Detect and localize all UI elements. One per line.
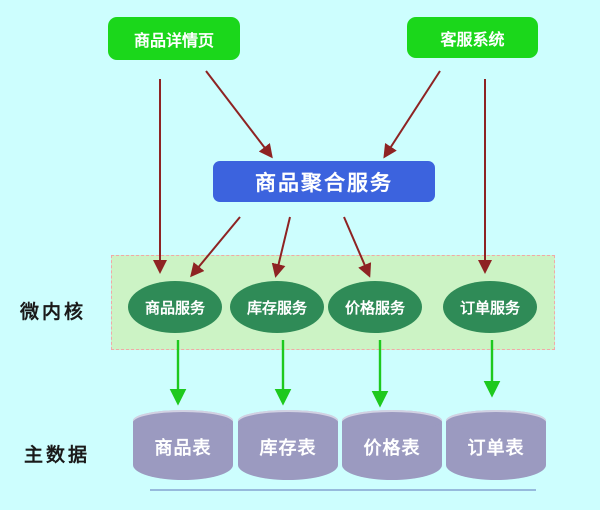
service-ellipse-price: 价格服务: [328, 281, 422, 333]
cylinder-top: [446, 410, 546, 431]
table-label: 库存表: [259, 438, 317, 458]
arrow-customerservice-to-aggregator: [383, 70, 441, 159]
cylinder-top: [133, 410, 233, 431]
bottom-edge-line: [150, 489, 536, 491]
table-cylinder-product: 商品表: [133, 410, 233, 480]
service-ellipse-product: 商品服务: [128, 281, 222, 333]
aggregator-box: 商品聚合服务: [213, 161, 435, 202]
layer-label-microkernel: 微内核: [20, 301, 87, 323]
layer-label-master-data: 主数据: [24, 444, 91, 466]
cylinder-top: [342, 410, 442, 431]
table-cylinder-price: 价格表: [342, 410, 442, 480]
arrow-detailpage-to-aggregator: [205, 70, 273, 159]
client-box-product-detail-page: 商品详情页: [108, 17, 240, 60]
table-label: 价格表: [363, 438, 421, 458]
cylinder-top: [238, 410, 338, 431]
service-ellipse-inventory: 库存服务: [230, 281, 324, 333]
table-cylinder-order: 订单表: [446, 410, 546, 480]
table-label: 商品表: [154, 438, 212, 458]
table-label: 订单表: [467, 438, 525, 458]
service-ellipse-order: 订单服务: [443, 281, 537, 333]
client-box-customer-service: 客服系统: [407, 17, 538, 58]
table-cylinder-inventory: 库存表: [238, 410, 338, 480]
